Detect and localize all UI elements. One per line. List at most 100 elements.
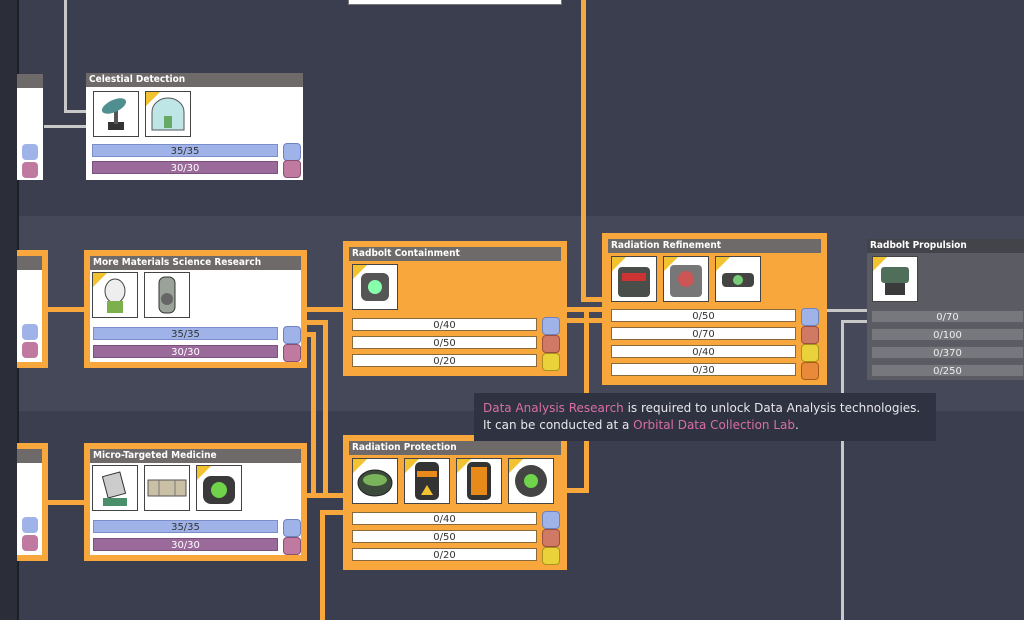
progress-bar-basic-research: 35/35 [93, 327, 278, 340]
tooltip-highlight: Orbital Data Collection Lab [633, 418, 796, 432]
warning-door-icon[interactable] [404, 458, 450, 504]
tooltip-line-2: It can be conducted at a Orbital Data Co… [483, 417, 927, 434]
connector-orange [311, 332, 316, 498]
research-icon [22, 535, 38, 551]
research-icon [22, 324, 38, 340]
advanced-research-icon [283, 160, 301, 178]
tech-title: Radbolt Containment [349, 247, 561, 261]
progress-bar-basic-research: 0/70 [871, 310, 1024, 323]
tech-title: Celestial Detection [86, 73, 303, 87]
research-icon [22, 342, 38, 358]
progress-bar-basic-research: 0/40 [352, 318, 537, 331]
basic-research-icon [542, 317, 560, 335]
connector-grey [44, 125, 92, 128]
progress-bar-nuclear-research: 0/20 [352, 354, 537, 367]
basic-research-icon [801, 308, 819, 326]
connector-orange [581, 0, 586, 302]
radbolt-engine-icon[interactable] [872, 256, 918, 302]
progress-bar-basic-research: 35/35 [92, 144, 278, 157]
connector-orange [306, 307, 344, 312]
tech-card-partial-top[interactable] [348, 0, 562, 5]
connector-orange [566, 488, 589, 493]
orbital-research-icon [801, 362, 819, 380]
telescope-icon[interactable] [93, 91, 139, 137]
research-icon [22, 517, 38, 533]
advanced-research-icon [542, 335, 560, 353]
tooltip-highlight: Data Analysis Research [483, 401, 624, 415]
tooltip-line-1: Data Analysis Research is required to un… [483, 400, 927, 417]
connector-grey [841, 320, 844, 620]
tech-card-micro-targeted-medicine[interactable]: Micro-Targeted Medicine 35/35 30/30 [84, 443, 307, 561]
progress-bar-advanced-research: 0/100 [871, 328, 1024, 341]
connector-orange [581, 297, 605, 302]
connector-orange [44, 307, 84, 312]
progress-bar-advanced-research: 30/30 [92, 161, 278, 174]
progress-bar-advanced-research: 30/30 [93, 538, 278, 551]
radio-icon[interactable] [196, 465, 242, 511]
advanced-research-icon [283, 537, 301, 555]
basic-research-icon [283, 143, 301, 161]
progress-bar-basic-research: 0/50 [611, 309, 796, 322]
lead-suit-icon[interactable] [352, 458, 398, 504]
tech-title: More Materials Science Research [90, 256, 301, 270]
connector-orange [306, 320, 328, 325]
nuclear-research-icon [801, 344, 819, 362]
connector-orange [306, 493, 344, 498]
tech-card-partial-left[interactable] [17, 443, 48, 561]
tech-card-partial-left[interactable] [17, 250, 48, 368]
connector-orange [323, 320, 328, 498]
tech-title: Radiation Refinement [608, 239, 821, 253]
progress-bar-nuclear-research: 0/370 [871, 346, 1024, 359]
connector-orange [320, 510, 344, 515]
refinery-icon[interactable] [611, 256, 657, 302]
connector-orange [44, 500, 84, 505]
tooltip: Data Analysis Research is required to un… [474, 393, 936, 441]
nuclear-research-icon [542, 547, 560, 565]
research-icon [22, 144, 38, 160]
basic-research-icon [283, 519, 301, 537]
nuclear-lab-icon[interactable] [144, 272, 190, 318]
tank-icon[interactable] [144, 465, 190, 511]
connector-grey [826, 309, 870, 312]
robot-arm-icon[interactable] [92, 465, 138, 511]
progress-bar-advanced-research: 0/70 [611, 327, 796, 340]
basic-research-icon [542, 511, 560, 529]
hex-wall-icon[interactable] [508, 458, 554, 504]
progress-bar-basic-research: 35/35 [93, 520, 278, 533]
uranium-centrifuge-icon[interactable] [663, 256, 709, 302]
tech-title: Micro-Targeted Medicine [90, 449, 301, 463]
tech-card-radiation-refinement[interactable]: Radiation Refinement 0/50 0/70 0/40 0/30 [602, 233, 827, 385]
connector-orange [320, 510, 325, 620]
progress-bar-advanced-research: 0/50 [352, 530, 537, 543]
glass-dome-icon[interactable] [145, 91, 191, 137]
connector-grey [64, 0, 67, 112]
tooltip-text: It can be conducted at a [483, 418, 634, 432]
advanced-research-icon [283, 344, 301, 362]
orbital-research-station-icon[interactable] [92, 272, 138, 318]
research-icon [22, 162, 38, 178]
progress-bar-advanced-research: 0/50 [352, 336, 537, 349]
tooltip-text: . [795, 418, 799, 432]
tech-card-radbolt-containment[interactable]: Radbolt Containment 0/40 0/50 0/20 [343, 241, 567, 376]
progress-bar-nuclear-research: 0/20 [352, 548, 537, 561]
nuclear-research-icon [542, 353, 560, 371]
tooltip-text: is required to unlock Data Analysis tech… [623, 401, 921, 415]
basic-research-icon [283, 326, 301, 344]
progress-bar-orbital-research: 0/30 [611, 363, 796, 376]
shielded-door-icon[interactable] [456, 458, 502, 504]
connector-orange [566, 318, 606, 323]
tech-card-celestial-detection[interactable]: Celestial Detection 35/35 30/30 [86, 73, 303, 180]
tech-card-partial-left[interactable] [17, 74, 43, 180]
radbolt-generator-icon[interactable] [715, 256, 761, 302]
tech-card-radiation-protection[interactable]: Radiation Protection 0/40 0/50 0/20 [343, 435, 567, 570]
progress-bar-orbital-research: 0/250 [871, 364, 1024, 377]
tech-title: Radbolt Propulsion [867, 239, 1024, 253]
radbolt-chamber-icon[interactable] [352, 264, 398, 310]
connector-grey [64, 110, 92, 113]
advanced-research-icon [801, 326, 819, 344]
progress-bar-basic-research: 0/40 [352, 512, 537, 525]
tech-card-radbolt-propulsion[interactable]: Radbolt Propulsion 0/70 0/100 0/370 0/25… [867, 239, 1024, 380]
tech-card-more-materials-science-research[interactable]: More Materials Science Research 35/35 30… [84, 250, 307, 368]
progress-bar-nuclear-research: 0/40 [611, 345, 796, 358]
tech-title: Radiation Protection [349, 441, 561, 455]
